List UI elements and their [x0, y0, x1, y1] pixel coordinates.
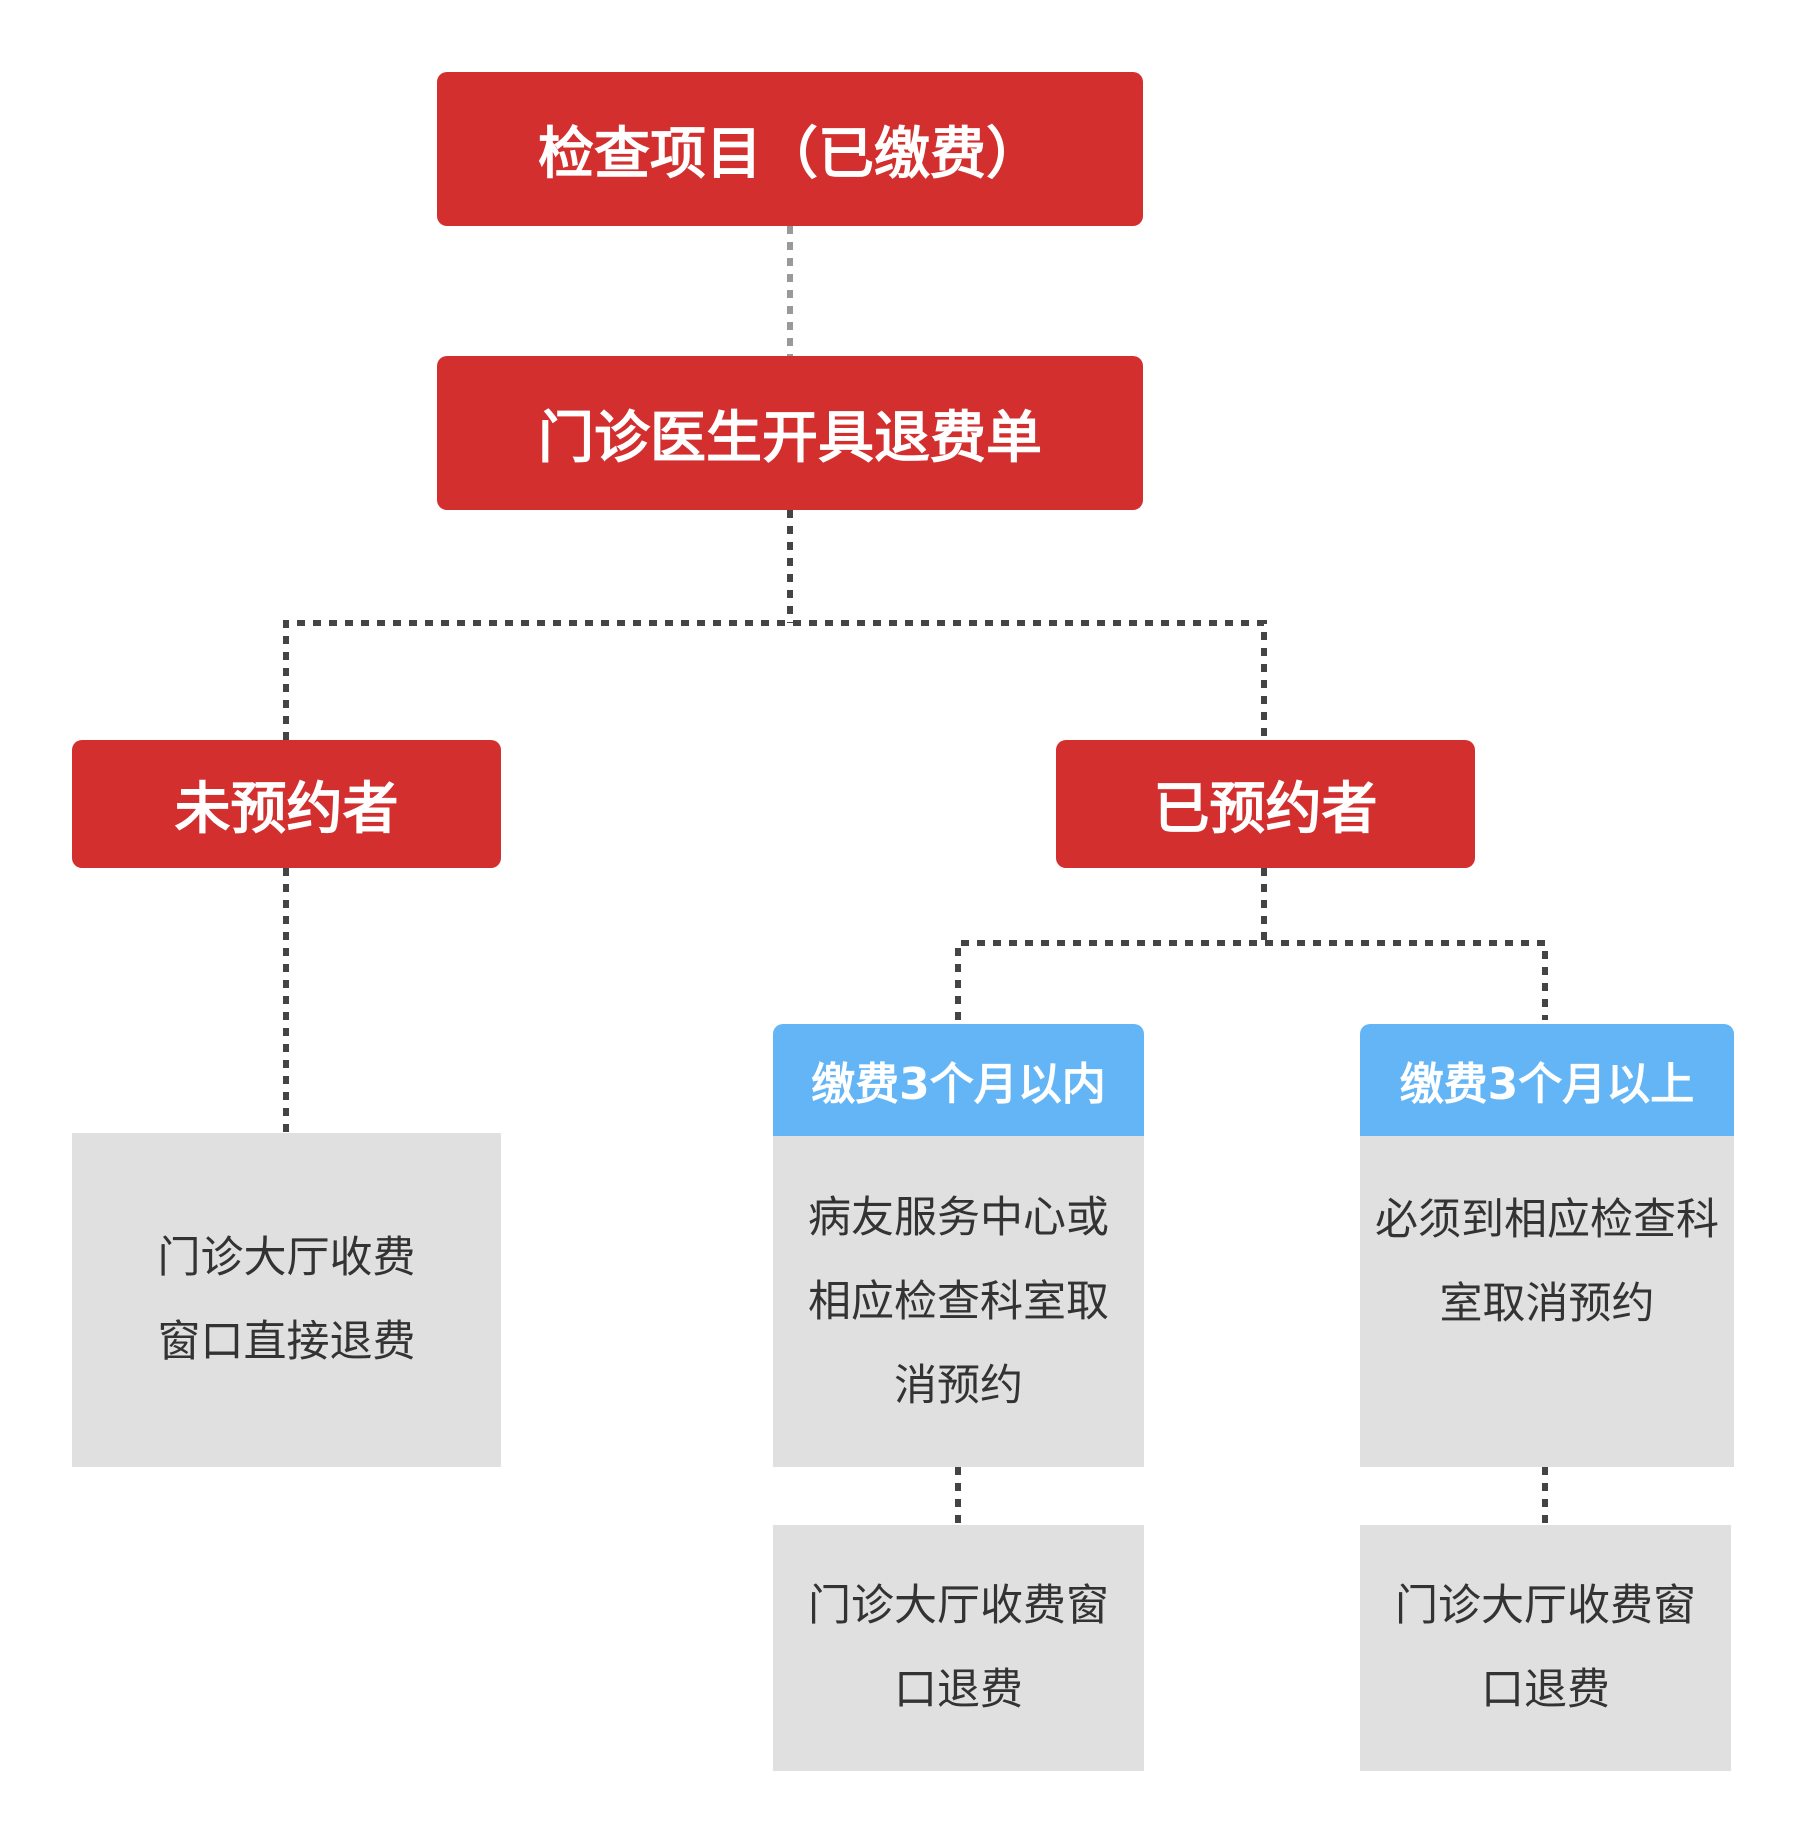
within-3-months-header: 缴费3个月以内 — [773, 1024, 1144, 1136]
over-3-months-body-text: 必须到相应检查科 室取消预约 — [1375, 1194, 1719, 1329]
within-3-months-header-label: 缴费3个月以内 — [811, 1059, 1106, 1110]
over-3-months-body: 必须到相应检查科 室取消预约 — [1360, 1136, 1734, 1467]
booked-node-label: 已预约者 — [1153, 776, 1378, 842]
unbooked-action-text: 门诊大厅收费 窗口直接退费 — [157, 1233, 416, 1367]
step2-node: 门诊医生开具退费单 — [437, 356, 1143, 510]
unbooked-node-label: 未预约者 — [174, 776, 399, 842]
within-3-months-refund-text: 门诊大厅收费窗 口退费 — [808, 1581, 1109, 1715]
root-node: 检查项目（已缴费） — [437, 72, 1143, 226]
unbooked-action-box: 门诊大厅收费 窗口直接退费 — [72, 1133, 501, 1467]
over-3-months-header-label: 缴费3个月以上 — [1399, 1059, 1695, 1110]
unbooked-node: 未预约者 — [72, 740, 501, 868]
within-3-months-body-text: 病友服务中心或 相应检查科室取 消预约 — [808, 1192, 1109, 1411]
connector-step2-branches — [283, 510, 1267, 740]
connector-booked-sub — [955, 868, 1548, 1020]
root-node-label: 检查项目（已缴费） — [538, 121, 1042, 187]
step2-node-label: 门诊医生开具退费单 — [538, 405, 1042, 471]
booked-node: 已预约者 — [1056, 740, 1475, 868]
within-3-months-body: 病友服务中心或 相应检查科室取 消预约 — [773, 1136, 1144, 1467]
over-3-months-header: 缴费3个月以上 — [1360, 1024, 1734, 1136]
within-3-months-refund-box: 门诊大厅收费窗 口退费 — [773, 1525, 1144, 1771]
over-3-months-refund-text: 门诊大厅收费窗 口退费 — [1395, 1581, 1696, 1715]
over-3-months-refund-box: 门诊大厅收费窗 口退费 — [1360, 1525, 1731, 1771]
